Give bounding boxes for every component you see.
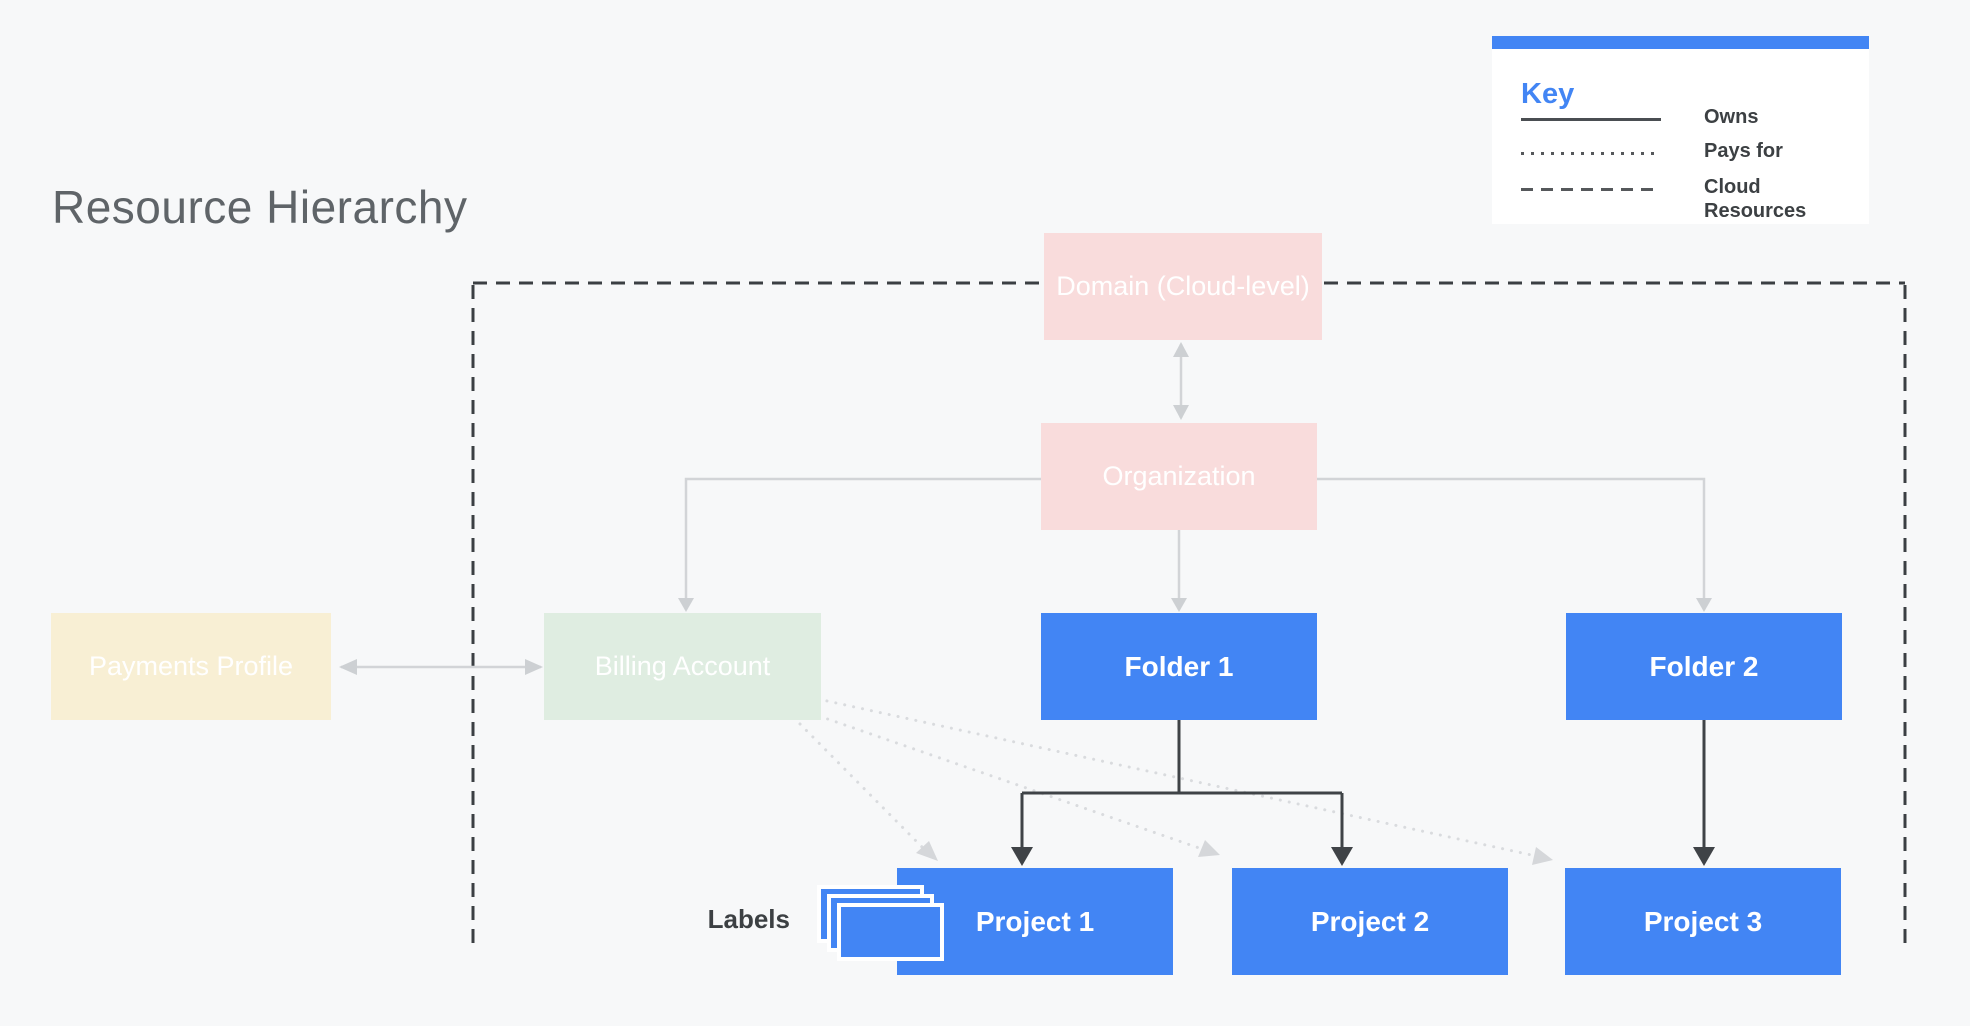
node-organization: Organization [1041, 423, 1317, 530]
cloud-resources-boundary [471, 281, 1907, 950]
node-folder-2: Folder 2 [1566, 613, 1842, 720]
legend-label-owns: Owns [1704, 106, 1759, 128]
folder-project-edges [1020, 720, 1706, 849]
labels-caption: Labels [707, 904, 790, 934]
legend-title: Key [1521, 78, 1575, 110]
label-card-front-icon [837, 903, 944, 961]
node-payments-profile: Payments Profile [51, 613, 331, 720]
node-project-3: Project 3 [1565, 868, 1841, 975]
node-domain: Domain (Cloud-level) [1044, 233, 1322, 340]
legend-label-cloud-resources: Cloud Resources [1704, 176, 1807, 222]
folder-project-arrowheads [1011, 847, 1715, 866]
pays-for-line-sample [1521, 152, 1661, 155]
legend-accent-bar [1492, 36, 1869, 49]
legend-label-pays-for: Pays for [1704, 140, 1783, 162]
pays-for-arrowheads [916, 840, 1553, 865]
owns-line-sample [1521, 118, 1661, 121]
owns-edges-gray-arrowheads [339, 342, 1712, 675]
legend: Key Owns Pays for Cloud Resources [1492, 36, 1869, 224]
page-title: Resource Hierarchy [52, 181, 468, 233]
pays-for-edges-dotted [798, 697, 1538, 858]
node-project-2: Project 2 [1232, 868, 1508, 975]
node-folder-1: Folder 1 [1041, 613, 1317, 720]
node-billing-account: Billing Account [544, 613, 821, 720]
cloud-resources-line-sample [1521, 188, 1661, 191]
